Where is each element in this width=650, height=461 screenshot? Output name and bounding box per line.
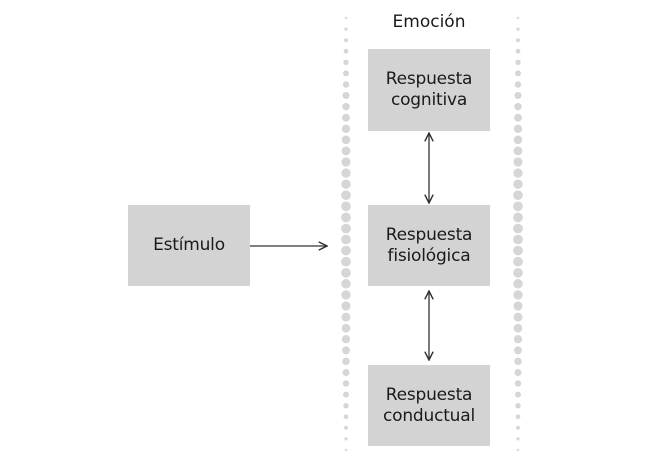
boundary-dot-left-1 [344,27,348,31]
boundary-dot-left-37 [344,425,348,430]
boundary-dot-right-9 [514,113,522,122]
boundary-dot-right-16 [513,190,523,201]
boundary-dot-right-22 [513,256,523,267]
emotion-title: Emoción [392,12,466,32]
boundary-dot-left-38 [344,437,348,441]
boundary-dot-left-28 [341,323,351,333]
boundary-dot-left-36 [343,414,349,420]
boundary-dot-left-10 [341,124,351,133]
boundary-dot-right-25 [513,290,523,300]
emotion-boundary-left [341,16,351,452]
boundary-dot-right-31 [514,357,522,366]
cognitive-response-line1: Respuesta [385,69,473,89]
boundary-dot-right-34 [515,391,521,398]
boundary-dot-right-33 [514,380,522,387]
boundary-dot-left-25 [341,290,351,300]
boundary-dot-left-5 [343,70,349,77]
boundary-dot-left-21 [341,245,351,256]
boundary-dot-right-26 [513,301,523,311]
boundary-dot-left-33 [342,380,350,387]
boundary-dot-left-12 [341,146,351,156]
boundary-dot-left-14 [341,168,351,178]
boundary-dot-left-22 [341,256,351,267]
boundary-dot-right-29 [513,335,523,344]
boundary-dot-right-2 [516,38,520,43]
boundary-dot-right-8 [514,102,522,111]
boundary-dot-left-18 [341,212,351,223]
boundary-dot-right-12 [513,146,523,156]
boundary-dot-right-23 [513,267,523,278]
boundary-dot-left-24 [341,279,351,289]
boundary-dot-left-13 [341,157,351,167]
boundary-dot-right-37 [516,425,520,430]
boundary-dot-left-8 [342,102,350,111]
boundary-dot-right-19 [513,223,523,234]
boundary-dot-left-34 [343,391,349,398]
boundary-dot-left-6 [342,81,350,88]
boundary-dot-left-20 [341,234,351,245]
boundary-dot-left-11 [341,135,351,145]
boundary-dot-left-30 [342,346,350,355]
boundary-dot-right-10 [513,124,523,133]
emotion-boundary-right [513,16,523,452]
boundary-dot-right-17 [513,201,523,212]
boundary-dot-left-2 [344,38,348,43]
boundary-dot-left-4 [343,59,349,65]
boundary-dot-left-15 [341,179,351,189]
behavioral-response-line2: conductual [382,405,475,426]
boundary-dot-right-38 [516,437,520,441]
boundary-dot-left-29 [341,335,351,344]
cognitive-response-box: Respuesta cognitiva [368,49,490,131]
boundary-dot-left-9 [342,113,350,122]
boundary-dot-right-21 [513,245,523,256]
boundary-dot-left-35 [343,403,349,409]
behavioral-response-box: Respuesta conductual [368,365,490,446]
boundary-dot-right-27 [513,312,523,322]
physiological-response-box: Respuesta fisiológica [368,205,490,286]
behavioral-response-line1: Respuesta [385,384,473,405]
boundary-dot-right-13 [513,157,523,167]
boundary-dot-right-39 [516,448,520,452]
boundary-dot-left-32 [342,368,350,377]
boundary-dot-left-16 [341,190,351,201]
boundary-dot-right-11 [513,135,523,145]
boundary-dot-left-31 [342,357,350,366]
boundary-dot-right-20 [513,234,523,245]
boundary-dot-right-35 [515,403,521,409]
boundary-dot-right-14 [513,168,523,178]
boundary-dot-right-28 [513,323,523,333]
boundary-dot-left-19 [341,223,351,234]
boundary-dot-right-18 [513,212,523,223]
boundary-dot-right-30 [514,346,522,355]
cognitive-response-line2: cognitiva [390,90,468,110]
stimulus-box: Estímulo [128,205,250,286]
boundary-dot-right-32 [514,368,522,377]
boundary-dot-right-3 [515,48,521,54]
boundary-dot-right-0 [516,16,520,20]
boundary-dot-right-7 [514,91,522,100]
boundary-dot-left-7 [342,91,350,100]
stimulus-label: Estímulo [153,235,225,255]
boundary-dot-left-17 [341,201,351,212]
boundary-dot-left-27 [341,312,351,322]
boundary-dot-right-5 [515,70,521,77]
physiological-response-line2: fisiológica [387,245,471,266]
boundary-dot-right-15 [513,179,523,189]
boundary-dot-left-3 [343,48,349,54]
boundary-dot-left-23 [341,267,351,278]
boundary-dot-right-6 [514,81,522,88]
physiological-response-line1: Respuesta [385,224,473,245]
boundary-dot-left-39 [344,448,348,452]
boundary-dot-left-26 [341,301,351,311]
boundary-dot-left-0 [344,16,348,20]
boundary-dot-right-1 [516,27,520,31]
boundary-dot-right-4 [515,59,521,65]
boundary-dot-right-36 [515,414,521,420]
boundary-dot-right-24 [513,279,523,289]
